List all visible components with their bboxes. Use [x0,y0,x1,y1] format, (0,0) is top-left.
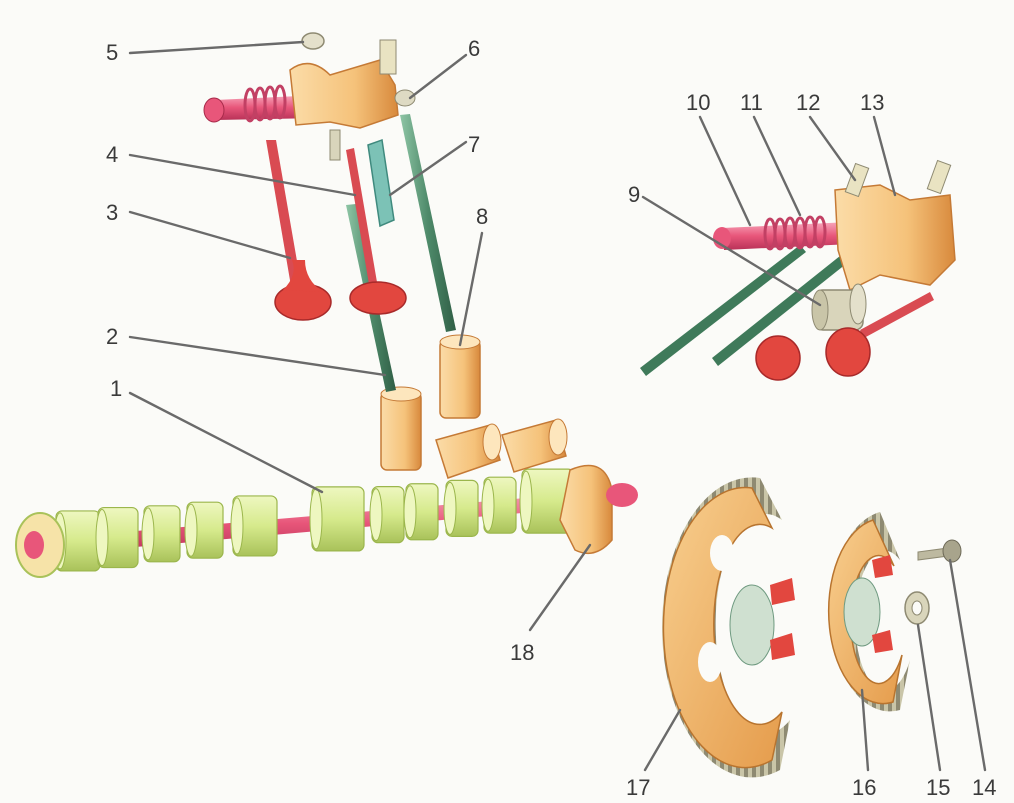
camshaft-end-left [16,513,64,577]
label-11: 11 [740,90,763,115]
label-13: 13 [860,90,884,115]
label-17: 17 [626,775,650,800]
large-timing-gear [662,477,795,777]
rocker-assembly-right [640,161,955,380]
cam-lobe [142,506,180,562]
label-3: 3 [106,200,118,225]
cam-lobe [185,502,223,558]
tappet-right [440,335,480,418]
adjust-screw [302,33,324,49]
tappet-bushing-1 [436,424,501,478]
label-7: 7 [468,132,480,157]
label-15: 15 [926,775,950,800]
label-6: 6 [468,36,480,61]
label-8: 8 [476,204,488,229]
label-5: 5 [106,40,118,65]
washer [905,592,929,624]
valve-spring-assembly [812,284,866,330]
cam-lobe [404,484,438,540]
thrust-flange [560,466,638,554]
cam-lobe [444,480,478,536]
camshaft [16,466,638,578]
label-14: 14 [972,775,996,800]
label-9: 9 [628,182,640,207]
cam-lobe [310,487,364,551]
tappet-left [381,387,421,470]
cam-lobe [482,477,516,533]
label-10: 10 [686,90,710,115]
cam-lobe [231,496,277,556]
label-2: 2 [106,324,118,349]
label-16: 16 [852,775,876,800]
small-timing-gear [829,512,910,711]
valve-left [266,140,331,320]
label-4: 4 [106,142,118,167]
cam-lobe [96,508,138,568]
tappet-bushing-2 [502,419,567,472]
label-1: 1 [110,376,122,401]
label-18: 18 [510,640,534,665]
cam-lobe [370,487,404,543]
bolt [918,540,961,562]
tappets [381,335,567,478]
label-12: 12 [796,90,820,115]
rocker-assembly-top [204,40,415,160]
